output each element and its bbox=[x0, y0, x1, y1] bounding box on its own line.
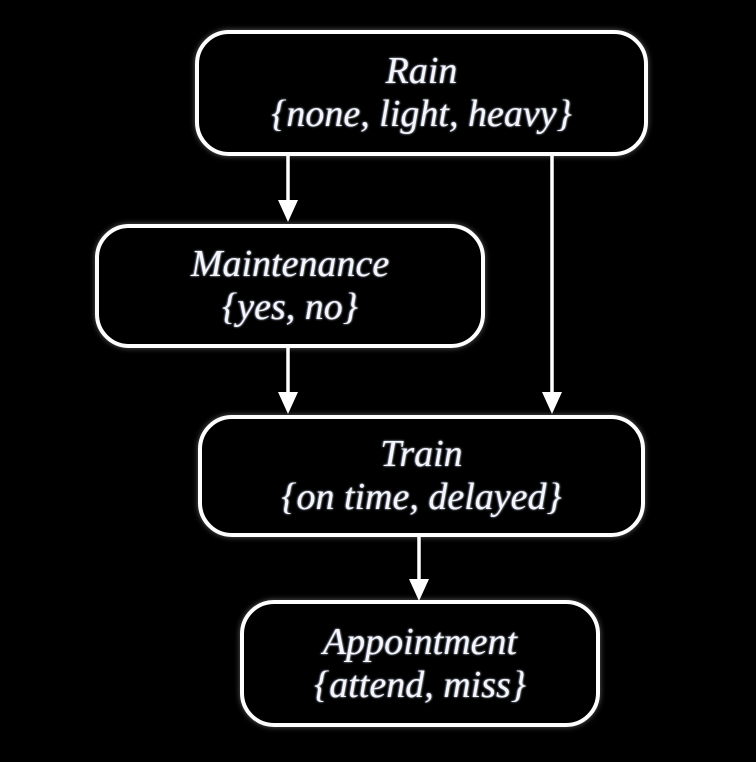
node-maintenance-states: {yes, no} bbox=[222, 286, 358, 328]
node-rain-label: Rain bbox=[385, 50, 458, 93]
edge-rain-to-maintenance bbox=[253, 150, 323, 226]
node-maintenance-label: Maintenance bbox=[190, 243, 390, 286]
node-rain[interactable]: Rain {none, light, heavy} bbox=[195, 30, 648, 156]
edge-maintenance-to-train bbox=[253, 342, 323, 418]
node-appointment-states: {attend, miss} bbox=[314, 663, 526, 706]
node-train-states: {on time, delayed} bbox=[281, 476, 562, 518]
node-appointment[interactable]: Appointment {attend, miss} bbox=[240, 600, 600, 727]
node-train[interactable]: Train {on time, delayed} bbox=[198, 415, 645, 537]
node-appointment-label: Appointment bbox=[322, 620, 518, 663]
edge-rain-to-train bbox=[517, 150, 587, 418]
node-train-label: Train bbox=[380, 433, 463, 476]
edge-train-to-appointment bbox=[384, 531, 454, 605]
node-maintenance[interactable]: Maintenance {yes, no} bbox=[95, 224, 485, 348]
node-rain-states: {none, light, heavy} bbox=[271, 93, 572, 135]
